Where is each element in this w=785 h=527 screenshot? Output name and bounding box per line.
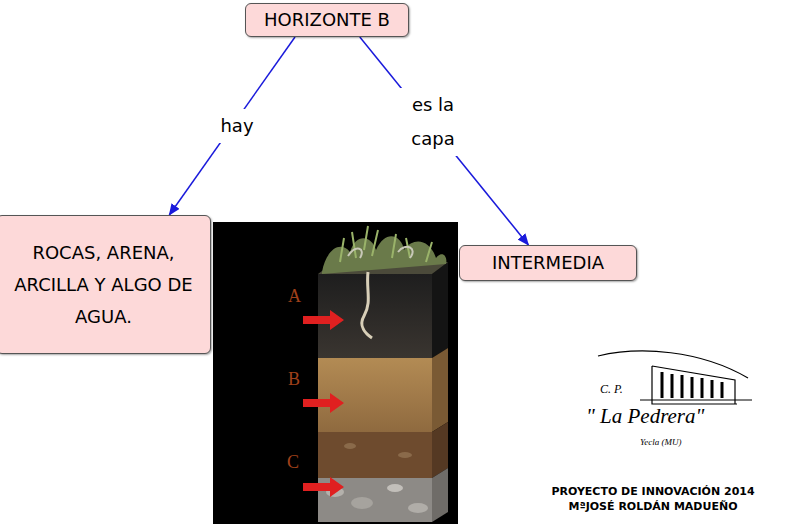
red-arrow [303, 310, 344, 330]
edge-label: es la capa [396, 88, 470, 156]
footer-author: MªJOSÉ ROLDÁN MADUEÑO [569, 500, 738, 513]
connector-arrow [169, 37, 295, 215]
grass-blades [340, 226, 432, 262]
connector-arrow [360, 37, 529, 245]
footer-note: PROYECTO DE INNOVACIÓN 2014 [551, 485, 754, 498]
stone [398, 452, 412, 458]
side-a [432, 262, 448, 358]
logo-building [652, 366, 737, 404]
logo-roof [598, 351, 748, 378]
horizon-letter: A [288, 286, 301, 307]
concept-text: HORIZONTE B [264, 4, 390, 36]
red-arrow [303, 477, 344, 497]
horizon-b [318, 358, 432, 432]
concept-box: HORIZONTE B [245, 3, 409, 37]
logo-town: Yecla (MU) [640, 437, 681, 447]
horizon-letter: B [288, 369, 300, 390]
side-rock [432, 468, 448, 522]
logo-title: " La Pedrera" [586, 404, 704, 429]
stone [351, 497, 373, 509]
concept-box: INTERMEDIA [459, 245, 637, 281]
stone [344, 443, 356, 449]
side-b [432, 348, 448, 432]
root [362, 272, 372, 338]
logo-text: C. P. [600, 382, 623, 397]
edge-label: hay [213, 109, 261, 143]
stone [408, 503, 428, 513]
horizon-c [318, 432, 432, 478]
black-panel [213, 222, 458, 524]
red-arrow [303, 393, 344, 413]
logo-base [640, 400, 752, 401]
concept-text: ROCAS, ARENA, ARCILLA Y ALGO DE AGUA. [0, 237, 210, 333]
concept-box: ROCAS, ARENA, ARCILLA Y ALGO DE AGUA. [0, 215, 211, 354]
stone [387, 484, 403, 492]
grass-flowers [348, 247, 413, 258]
logo-columns [662, 372, 722, 398]
horizon-letter: C [287, 452, 299, 473]
concept-text: INTERMEDIA [492, 247, 604, 279]
